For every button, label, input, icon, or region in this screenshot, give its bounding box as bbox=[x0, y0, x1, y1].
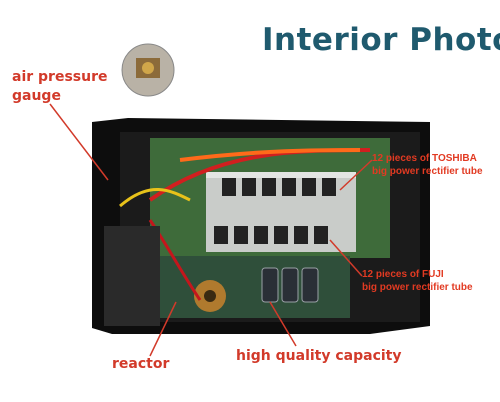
air-pressure-gauge-label: air pressure gauge bbox=[12, 69, 108, 104]
toshiba-label: 12 pieces of TOSHIBA big power rectifier… bbox=[372, 153, 483, 177]
page-title: Interior Photo bbox=[262, 22, 500, 58]
front-bracket bbox=[104, 226, 160, 326]
orange-wire bbox=[179, 148, 361, 162]
toshiba-rectifier-tubes bbox=[222, 178, 336, 196]
reactor-label: reactor bbox=[112, 356, 170, 372]
yellow-wire bbox=[119, 188, 191, 208]
fuji-rectifier-tubes bbox=[214, 226, 328, 244]
lower-board bbox=[160, 256, 350, 318]
pointer-lines bbox=[49, 103, 373, 357]
capacity-label: high quality capacity bbox=[236, 348, 402, 364]
capacitors bbox=[261, 267, 319, 303]
fuji-label: 12 pieces of FUJI big power rectifier tu… bbox=[362, 269, 473, 293]
